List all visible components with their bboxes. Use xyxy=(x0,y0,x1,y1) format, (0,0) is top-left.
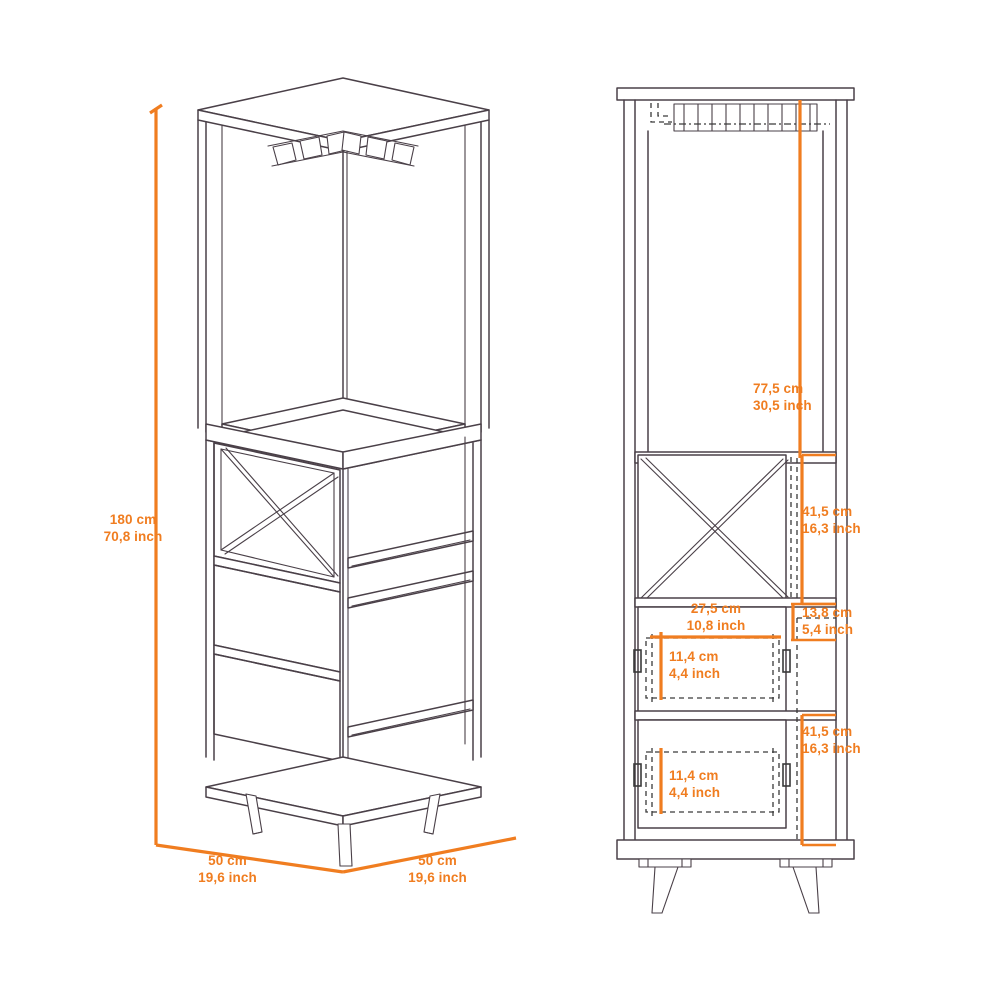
front-right-inner-panel xyxy=(796,458,836,845)
dim-value-cm: 41,5 cm xyxy=(802,504,853,519)
iso-stemware-rack xyxy=(267,130,419,167)
iso-lower-body xyxy=(205,439,482,787)
front-upper-drawer xyxy=(633,606,837,721)
dim-value-inch: 4,4 inch xyxy=(669,785,721,800)
iso-x-cross-door xyxy=(213,442,341,593)
front-top-panel xyxy=(616,87,855,101)
dim-value-cm: 13,8 cm xyxy=(802,605,853,620)
front-elevation-view xyxy=(616,87,855,914)
dim-value-inch: 70,8 inch xyxy=(103,529,163,544)
dim-label-drawer-depth-lower: 11,4 cm 4,4 inch xyxy=(669,767,720,801)
dim-value-cm: 11,4 cm xyxy=(669,649,719,664)
dim-value-cm: 41,5 cm xyxy=(802,724,853,739)
dim-label-drawer-depth-upper: 11,4 cm 4,4 inch xyxy=(669,648,720,682)
dim-label-depth-left: 50 cm 19,6 inch xyxy=(180,852,275,886)
front-dimension-lines xyxy=(650,100,836,847)
front-legs xyxy=(638,858,833,914)
front-carcass xyxy=(623,99,848,853)
dim-value-inch: 4,4 inch xyxy=(669,666,721,681)
dim-value-cm: 77,5 cm xyxy=(753,381,804,396)
dim-label-depth-right: 50 cm 19,6 inch xyxy=(390,852,485,886)
dim-label-upper-open-height: 77,5 cm 30,5 inch xyxy=(753,380,812,414)
isometric-view xyxy=(149,77,517,874)
iso-dimension-lines xyxy=(149,103,517,874)
iso-legs xyxy=(245,793,441,867)
dim-label-door-height: 41,5 cm 16,3 inch xyxy=(802,503,861,537)
iso-mid-shelf xyxy=(205,397,482,470)
iso-base-panel xyxy=(205,756,482,827)
dim-value-inch: 19,6 inch xyxy=(408,870,467,885)
dim-value-inch: 16,3 inch xyxy=(802,521,861,536)
dim-value-cm: 27,5 cm xyxy=(690,601,742,616)
dim-value-cm: 50 cm xyxy=(418,853,457,868)
front-base-panel xyxy=(616,839,855,860)
dim-label-drawer-width: 27,5 cm 10,8 inch xyxy=(661,600,771,634)
dim-label-overall-height: 180 cm 70,8 inch xyxy=(88,511,178,545)
dim-value-cm: 180 cm xyxy=(109,512,157,527)
dim-value-inch: 30,5 inch xyxy=(753,398,812,413)
dim-value-cm: 11,4 cm xyxy=(669,768,719,783)
dim-value-cm: 50 cm xyxy=(208,853,247,868)
dim-label-drawer-zone-height: 13,8 cm 5,4 inch xyxy=(802,604,853,638)
iso-open-shelves xyxy=(347,436,474,745)
dim-value-inch: 10,8 inch xyxy=(686,618,746,633)
dim-label-lower-section-height: 41,5 cm 16,3 inch xyxy=(802,723,861,757)
front-x-cross-door xyxy=(634,454,837,608)
iso-upper-open-compartment xyxy=(197,119,490,438)
front-stemware-rack xyxy=(650,103,830,132)
dim-value-inch: 19,6 inch xyxy=(198,870,257,885)
dim-value-inch: 16,3 inch xyxy=(802,741,861,756)
front-lower-drawer xyxy=(633,719,791,829)
dim-value-inch: 5,4 inch xyxy=(802,622,854,637)
